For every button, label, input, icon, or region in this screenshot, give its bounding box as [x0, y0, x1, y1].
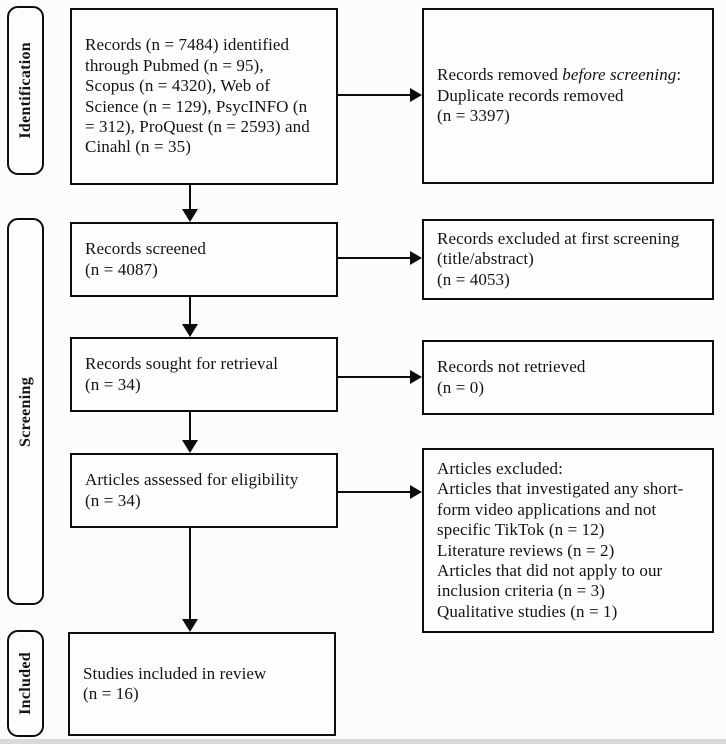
box-records-identified: Records (n = 7484) identified through Pu… — [70, 8, 338, 185]
stage-label-screening: Screening — [7, 218, 44, 605]
records-removed-suffix: : Duplicate records removed (n = 3397) — [437, 65, 682, 126]
arrow-sought-to-assessed — [182, 412, 198, 453]
stage-label-included: Included — [7, 630, 44, 737]
arrow-assessed-to-included — [182, 528, 198, 632]
records-removed-prefix: Records removed — [437, 65, 563, 85]
arrow-screened-to-excluded — [338, 251, 422, 265]
box-records-not-retrieved: Records not retrieved (n = 0) — [422, 340, 714, 415]
stage-label-identification: Identification — [7, 6, 44, 175]
arrow-assessed-to-excluded — [338, 485, 422, 499]
stage-label-identification-text: Identification — [16, 42, 34, 139]
box-articles-assessed-for-eligibility-text: Articles assessed for eligibility (n = 3… — [85, 470, 299, 510]
box-articles-excluded: Articles excluded: Articles that investi… — [422, 448, 714, 633]
box-records-removed-before-screening: Records removed before screening: Duplic… — [422, 8, 714, 184]
box-records-not-retrieved-text: Records not retrieved (n = 0) — [437, 357, 586, 397]
box-records-sought-for-retrieval-text: Records sought for retrieval (n = 34) — [85, 354, 279, 394]
box-articles-assessed-for-eligibility: Articles assessed for eligibility (n = 3… — [70, 453, 338, 528]
stage-label-screening-text: Screening — [16, 376, 34, 447]
box-articles-excluded-text: Articles excluded: Articles that investi… — [437, 458, 684, 621]
arrow-screened-to-sought — [182, 297, 198, 337]
arrow-identified-to-screened — [182, 185, 198, 222]
records-removed-italic: before screening — [562, 65, 677, 85]
box-records-identified-text: Records (n = 7484) identified through Pu… — [85, 35, 310, 157]
box-records-removed-before-screening-text: Records removed before screening: Duplic… — [424, 65, 689, 126]
scan-edge-artifact — [0, 739, 726, 744]
stage-label-included-text: Included — [16, 652, 34, 715]
box-records-excluded-first-screening: Records excluded at first screening (tit… — [422, 219, 714, 300]
box-records-screened-text: Records screened (n = 4087) — [85, 239, 207, 279]
box-studies-included-in-review: Studies included in review (n = 16) — [68, 632, 336, 736]
arrow-identified-to-removed — [338, 88, 422, 102]
box-records-screened: Records screened (n = 4087) — [70, 222, 338, 297]
arrow-sought-to-not-retrieved — [338, 370, 422, 384]
box-records-sought-for-retrieval: Records sought for retrieval (n = 34) — [70, 337, 338, 412]
box-studies-included-in-review-text: Studies included in review (n = 16) — [83, 663, 267, 703]
box-records-excluded-first-screening-text: Records excluded at first screening (tit… — [437, 228, 680, 289]
